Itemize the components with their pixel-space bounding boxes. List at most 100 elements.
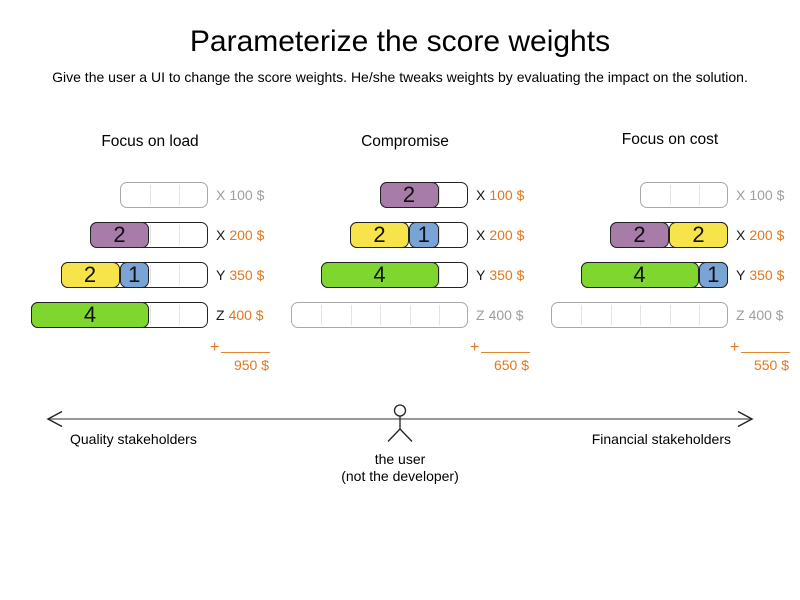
weight-value: 1 [707,262,720,287]
cell-divider [149,265,151,285]
weight-box-purple: 2 [90,222,149,248]
weight-value: 4 [633,262,646,287]
user-actor-icon [387,404,413,442]
row-label-price: 100 $ [489,187,525,203]
row-label-letter: Z [736,307,745,323]
weight-track [291,302,468,328]
weight-box-green: 4 [320,262,439,288]
right-arrowhead-icon [737,410,754,428]
row-label-letter: Y [216,267,226,283]
stakeholder-axis-arrow [46,404,754,442]
row-label-letter: X [216,187,226,203]
row-label-price: 400 $ [748,307,784,323]
cell-divider [581,305,582,325]
scenario-title-compromise: Compromise [361,133,449,150]
weight-value: 2 [373,222,386,247]
cell-divider [179,185,180,205]
sum-block: +950 $ [210,340,270,373]
user-sublabel: (not the developer) [341,468,459,484]
weight-track [551,302,728,328]
row-label-letter: Y [476,267,486,283]
weight-row [119,182,208,208]
weight-value: 2 [402,182,416,207]
cell-divider [149,185,151,205]
row-label-letter: Y [736,267,746,283]
cell-divider [439,185,440,205]
row-label-price: 350 $ [749,267,785,283]
row-label-letter: Z [476,307,485,323]
left-arrowhead-icon [46,410,63,428]
row-label-price: 200 $ [489,227,525,243]
weight-row [551,302,728,328]
axis-label-financial-stakeholders: Financial stakeholders [591,431,731,447]
weight-value: 4 [83,302,97,327]
weight-box-blue: 1 [119,262,149,288]
cell-divider [321,305,322,325]
plus-sign: + [470,339,480,356]
weight-value: 1 [128,262,141,287]
row-label-price: 350 $ [229,267,265,283]
weight-value: 2 [692,222,705,247]
row-label-price: 400 $ [228,307,264,323]
cell-divider [610,305,612,325]
cell-divider [380,305,381,325]
slide-subtitle: Give the user a UI to change the score w… [52,69,748,85]
weight-row: 2 [379,182,468,208]
sum-line-row: + [730,340,790,356]
weight-track [119,182,208,208]
row-label-price: 350 $ [489,267,525,283]
cell-divider [640,305,641,325]
weight-track [639,182,728,208]
cell-divider [669,305,671,325]
cell-divider [179,305,180,325]
cell-divider [699,185,700,205]
weight-row [291,302,468,328]
sum-line [741,352,790,353]
plus-sign: + [210,339,220,356]
cell-divider [669,185,671,205]
weight-row: 2 [90,222,208,248]
sum-line-row: + [210,339,270,356]
row-label-letter: X [736,227,746,243]
sum-block: +550 $ [730,340,790,373]
weight-box-yellow: 2 [60,262,120,288]
weight-box-purple: 2 [610,222,669,248]
cell-divider [179,225,180,245]
cell-divider [149,225,151,245]
cell-divider [149,305,151,325]
weight-box-yellow: 2 [669,222,728,248]
row-label-letter: X [476,227,486,243]
row-label-price: 200 $ [749,227,785,243]
weight-box-green: 4 [580,262,699,288]
row-label-price: 100 $ [749,187,785,203]
user-label: the user [374,451,426,467]
weight-box-blue: 1 [409,222,439,248]
row-label-price: 100 $ [229,187,265,203]
weight-row: 4 [31,302,208,328]
scenario-title-focus-on-cost: Focus on cost [621,131,719,148]
cell-divider [699,305,700,325]
cell-divider [350,305,352,325]
weight-value: 2 [83,262,97,287]
row-label-price: 400 $ [488,307,524,323]
weight-box-purple: 2 [379,182,439,208]
sum-total: 950 $ [233,357,269,373]
weight-value: 2 [113,222,126,247]
cell-divider [439,305,440,325]
cell-divider [439,225,440,245]
cell-divider [439,265,440,285]
cell-divider [409,305,411,325]
